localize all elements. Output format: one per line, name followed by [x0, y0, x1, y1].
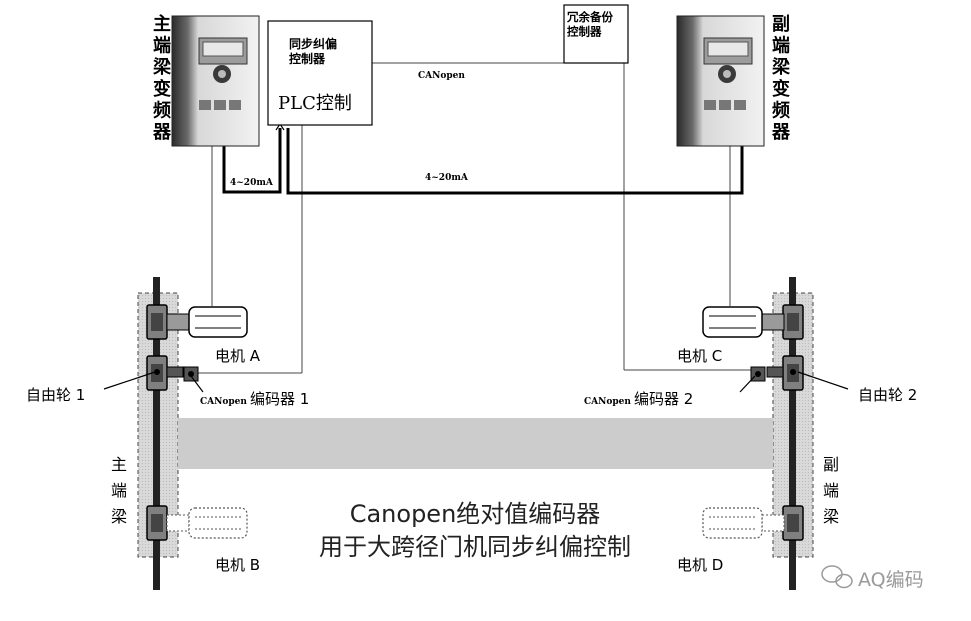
plc-box: [267, 20, 373, 126]
current-loop-wiring: [222, 128, 744, 195]
wheel-lower-right: [782, 505, 804, 541]
current-loop-link: [286, 128, 744, 195]
motor-d-label: 电机 D: [677, 556, 723, 574]
sub-rail: [789, 277, 796, 590]
vfd-sub-label: 副端梁变频器: [771, 14, 791, 143]
free-wheel-2-label: 自由轮 2: [858, 386, 917, 404]
motor-d-icon: [702, 507, 785, 539]
backup-box: [563, 4, 629, 64]
pointer-lines: [103, 371, 849, 393]
wechat-icon: [821, 565, 853, 589]
motor-a-label: 电机 A: [215, 347, 261, 365]
motor-b-icon: [166, 507, 248, 539]
main-rail: [153, 277, 160, 590]
sub-beam-label: 副端梁: [823, 455, 839, 526]
watermark-text: AQ编码: [858, 569, 924, 591]
backup-label: 冗余备份控制器: [566, 10, 613, 38]
wheel-upper-left: [146, 304, 168, 340]
plc-title: 同步纠偏控制器: [289, 36, 337, 66]
encoder-2-prefix: CANopen: [584, 397, 631, 407]
encoder-2-icon: [750, 366, 766, 382]
canopen-bus-label: CANopen: [418, 71, 465, 81]
motor-a-icon: [166, 306, 248, 338]
caption-line-2: 用于大跨径门机同步纠偏控制: [319, 533, 631, 561]
vfd-sub: [676, 15, 765, 147]
current-loop-main: [222, 128, 282, 194]
motor-b-label: 电机 B: [215, 556, 260, 574]
caption-line-1: Canopen绝对值编码器: [350, 500, 601, 528]
vfd-main-label: 主端梁变频器: [152, 13, 172, 143]
encoder-1-icon: [183, 366, 199, 382]
motor-c-icon: [702, 306, 785, 338]
encoder-2-label: 编码器 2: [634, 390, 693, 408]
encoder-1-label: 编码器 1: [250, 390, 309, 408]
free-wheel-1-label: 自由轮 1: [26, 386, 85, 404]
wheel-upper-right: [782, 304, 804, 340]
wheel-lower-left: [146, 505, 168, 541]
vfd-main: [171, 15, 260, 147]
sub-end-beam: [766, 277, 814, 590]
encoder-1-prefix: CANopen: [200, 397, 247, 407]
current-main-label: 4~20mA: [230, 178, 274, 188]
free-wheel-1-icon: [146, 355, 184, 391]
wiring: [196, 62, 752, 374]
main-girder: [178, 418, 773, 469]
plc-subtitle: PLC控制: [278, 93, 352, 114]
motor-c-label: 电机 C: [677, 347, 722, 365]
main-beam-label: 主端梁: [111, 455, 127, 526]
current-link-label: 4~20mA: [425, 173, 469, 183]
free-wheel-2-icon: [766, 355, 804, 391]
